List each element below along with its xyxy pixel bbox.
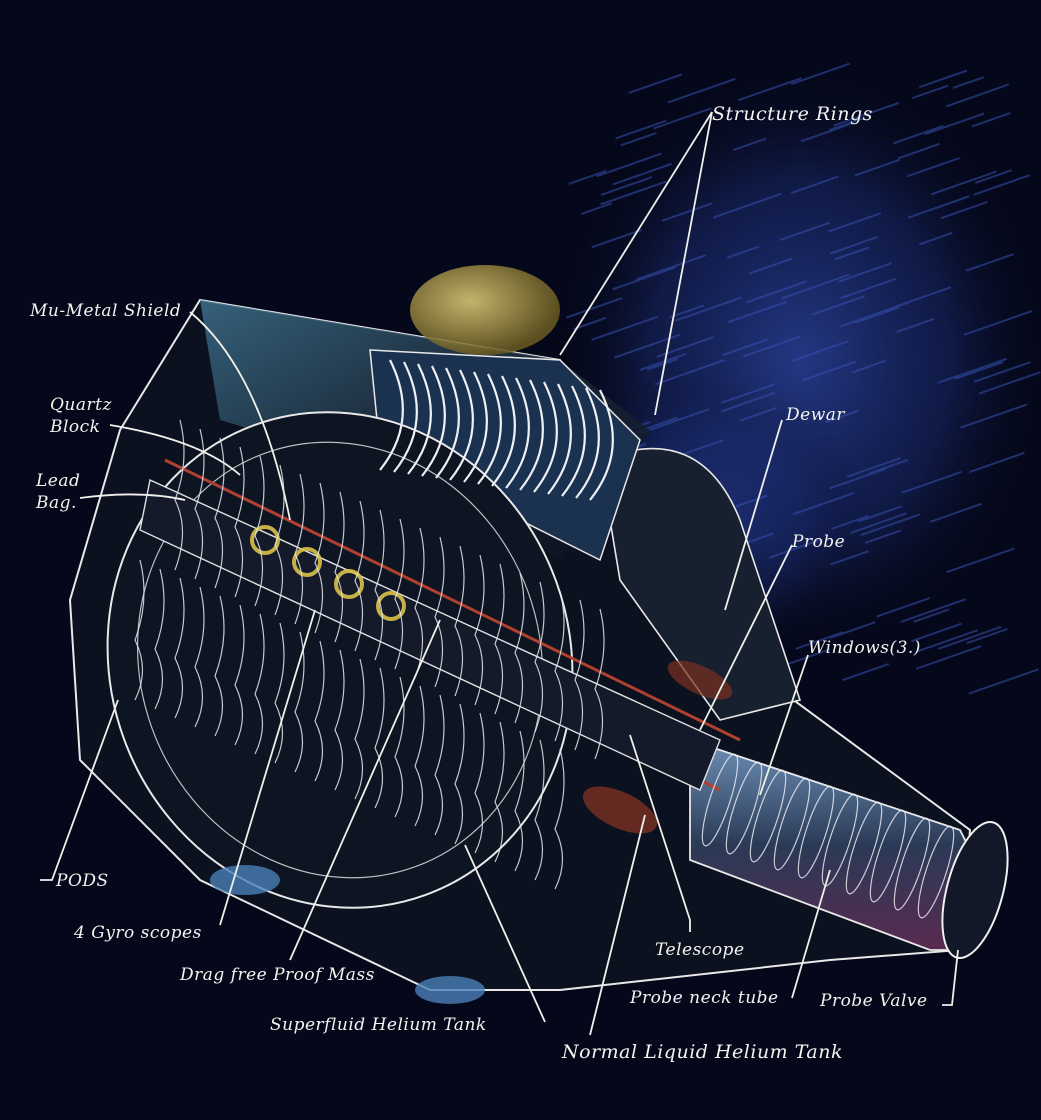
label-quartz-block-line2: Block [49,417,101,437]
pod [210,865,280,895]
label-gyroscopes: 4 Gyro scopes [73,923,202,943]
label-dewar: Dewar [785,405,845,425]
label-probe-valve: Probe Valve [819,991,928,1011]
label-telescope: Telescope [655,940,745,960]
pod [415,976,485,1004]
label-drag-free-proof-mass: Drag free Proof Mass [179,965,375,985]
gold-dome [410,265,560,355]
label-lead-bag-line2: Bag. [35,493,77,513]
label-quartz-block-line1: Quartz [50,395,112,415]
label-lead-bag-line1: Lead [35,471,80,491]
label-superfluid-helium-tank: Superfluid Helium Tank [270,1015,487,1035]
label-probe: Probe [791,532,845,552]
label-normal-liquid-helium-tank: Normal Liquid Helium Tank [561,1041,843,1063]
label-structure-rings: Structure Rings [712,103,873,125]
label-mu-metal-shield: Mu-Metal Shield [29,301,181,321]
label-probe-neck-tube: Probe neck tube [629,988,779,1008]
label-pods: PODS [55,871,109,891]
label-windows: Windows(3.) [808,638,921,658]
